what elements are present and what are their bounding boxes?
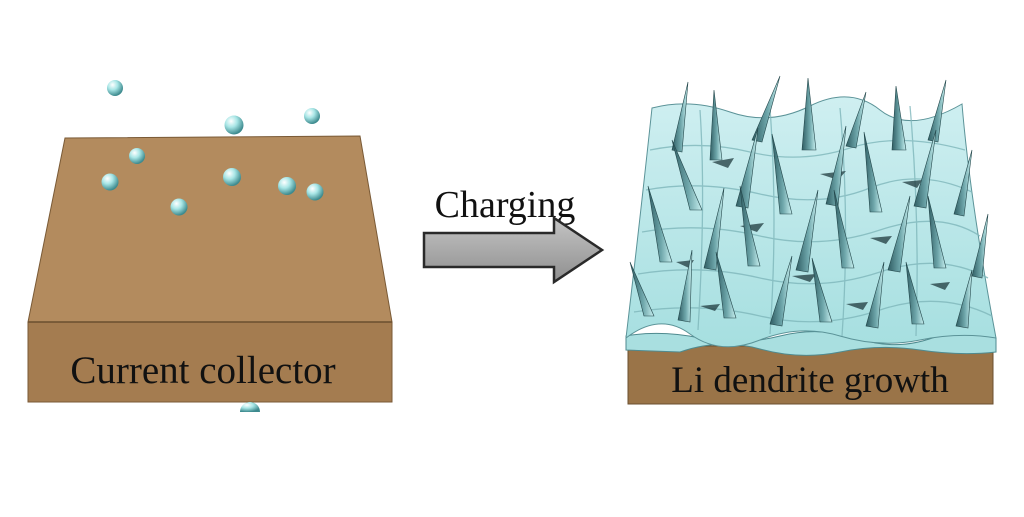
lithium-ion [223,168,241,186]
current-collector-label: Current collector [70,349,335,392]
lithium-ion [101,173,119,191]
lithium-ion [107,80,123,96]
dendrite-growth-label: Li dendrite growth [671,360,949,401]
lithium-ion [306,183,324,201]
lithium-ion [240,402,260,412]
charging-arrow: Charging [422,184,605,285]
dendrite-block: Li dendrite growth [625,75,997,405]
current-collector-block: Current collector [27,135,393,403]
collector-top-face [27,135,393,323]
lithium-ion [278,177,296,195]
dendrite-spikes [629,75,989,329]
lithium-ion [170,198,188,216]
lithium-ions [101,80,324,412]
arrow-shape [422,215,605,285]
lithium-ion [304,108,320,124]
lithium-ion [129,148,145,164]
lithium-ion [224,115,244,135]
charging-label: Charging [435,184,576,226]
